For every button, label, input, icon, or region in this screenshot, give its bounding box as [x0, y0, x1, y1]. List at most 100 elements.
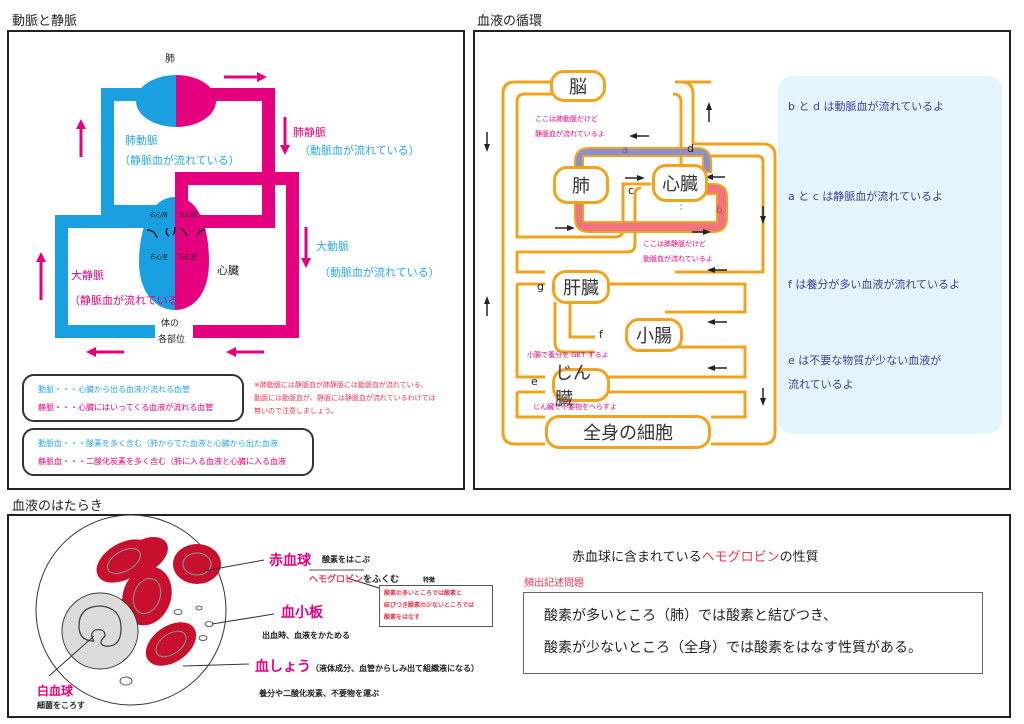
hemoglobin-title: 赤血球に含まれているヘモグロビンの性質	[572, 546, 819, 565]
right-ventricle-label: 右心室	[150, 254, 169, 261]
rbc-inner-rings	[107, 547, 212, 658]
organ-body-cells: 全身の細胞	[545, 415, 711, 449]
pulmonary-artery-note: （静脈血が流れている）	[119, 154, 240, 167]
caution-note: ※肺動脈には静脈血が肺静脈には動脈血が流れている。 動脈には動脈血が、静脈には静…	[254, 379, 436, 418]
answer-box: 酸素が多いところ（肺）では酸素と結びつき、 酸素が少ないところ（全身）では酸素を…	[523, 592, 983, 674]
vessel-label-e: e	[531, 375, 538, 388]
pulmonary-vein-label: 肺静脈	[293, 126, 326, 139]
arterial-blood-definition: 動脈血・・・酸素を多く含む（肺からでた血液と心臓から出た血液	[38, 439, 278, 448]
exam-question-label: 頻出記述問題	[524, 578, 584, 589]
vessel-b-band	[574, 183, 728, 233]
left-ventricle-label: 左心室	[179, 254, 198, 261]
wbc-role: 細菌をころす	[37, 701, 85, 710]
answer-line2: 酸素が少ないところ（全身）では酸素をはなす性質がある。	[544, 640, 922, 656]
section-title-circulation: 血液の循環	[477, 14, 543, 29]
blood-function-panel: 赤血球 酸素をはこぶ ヘモグロビンをふくむ 特徴 酸素の多いところでは酸素と 結…	[7, 514, 1011, 718]
caution-note-line3: 無いので注意しましょう。	[254, 407, 338, 415]
body-parts-label-2: 各部位	[158, 335, 186, 345]
vessel-label-b: b	[716, 205, 723, 216]
info-line-e2: 流れているよ	[788, 378, 854, 391]
note-pv-line2: 動脈血が流れているよ	[643, 255, 713, 263]
hemoglobin-title-highlight: ヘモグロビン	[701, 550, 780, 565]
organ-small-intestine: 小腸	[625, 318, 683, 352]
note-pa-line2: 静脈血が流れているよ	[535, 130, 605, 138]
flow-arrows	[36, 72, 311, 357]
hemoglobin-title-pre: 赤血球に含まれている	[572, 550, 702, 565]
info-line-bd: b と d は動脈血が流れているよ	[788, 100, 945, 113]
platelet-role: 出血時、血液をかためる	[262, 631, 350, 640]
plasma-role: 養分や二酸化炭素、不要物を運ぶ	[259, 689, 379, 698]
feature-line2: 結びつき酸素の少ないところでは	[384, 602, 475, 609]
vena-cava-label: 大静脈	[71, 269, 104, 282]
platelet-label: 血小板	[281, 605, 323, 621]
heart-circulation-diagram	[36, 72, 311, 357]
heart-left-side	[175, 197, 209, 310]
plasma-detail: （液体成分、血管からしみ出て組織液になる）	[311, 664, 479, 673]
caution-note-line1: ※肺動脈には静脈血が肺静脈には動脈血が流れている。	[254, 381, 428, 389]
lung-right-half	[176, 75, 216, 127]
vessel-label-g: g	[537, 280, 544, 293]
definition-box-blood: 動脈血・・・酸素を多く含む（肺からでた血液と心臓から出た血液 静脈血・・・二酸化…	[22, 428, 314, 476]
caution-note-line2: 動脈には動脈血が、静脈には静脈血が流れているわけでは	[254, 394, 436, 402]
note-pulmonary-vein: ここは肺静脈だけど 動脈血が流れているよ	[643, 237, 713, 267]
note-pa-line1: ここは肺動脈だけど	[535, 115, 598, 123]
section-title-blood-function: 血液のはたらき	[12, 499, 103, 514]
hemoglobin-note: ヘモグロビンをふくむ	[309, 572, 399, 585]
venous-blood-definition: 静脈血・・・二酸化炭素を多く含む（肺に入る血液と心臓に入る血液	[38, 457, 286, 466]
artery-definition: 動脈・・・心臓から出る血液が流れる血管	[38, 385, 190, 394]
vena-cava-note: （静脈血が流れている）	[69, 294, 190, 307]
plasma-line: 血しょう（液体成分、血管からしみ出て組織液になる）	[255, 656, 479, 676]
answer-line1: 酸素が多いところ（肺）では酸素と結びつき、	[544, 608, 838, 624]
info-line-f: f は養分が多い血液が流れているよ	[788, 278, 961, 291]
white-blood-cell	[61, 592, 139, 670]
aorta-label: 大動脈	[316, 240, 349, 253]
blood-components-diagram	[35, 514, 380, 706]
hemoglobin-title-post: の性質	[779, 550, 819, 565]
info-panel: b と d は動脈血が流れているよ a と c は静脈血が流れているよ f は養…	[778, 76, 1002, 434]
organ-lung: 肺	[553, 166, 609, 204]
vessel-label-f: f	[599, 328, 603, 341]
aorta-note: （動脈血が流れている）	[319, 266, 440, 279]
info-line-ac: a と c は静脈血が流れているよ	[788, 190, 943, 203]
pulmonary-artery-label: 肺動脈	[125, 134, 158, 147]
note-kidney: じん臓で不要物をへらすよ	[533, 403, 617, 411]
organ-brain: 脳	[550, 70, 606, 102]
note-pulmonary-artery: ここは肺動脈だけど 静脈血が流れているよ	[535, 112, 605, 142]
feature-line1: 酸素の多いところでは酸素と	[384, 590, 463, 597]
right-atrium-label: 右心房	[150, 212, 169, 219]
circulation-diagram	[484, 80, 777, 446]
vessel-label-d: d	[687, 142, 694, 155]
note-intestine: 小腸で養分を GET するよ	[527, 351, 609, 359]
circulation-arrows	[484, 102, 766, 406]
feature-box: 酸素の多いところでは酸素と 結びつき酸素の少ないところでは 酸素をはなす	[379, 585, 493, 627]
vessel-label-a: a	[622, 145, 629, 156]
hemoglobin-suffix: をふくむ	[363, 575, 400, 585]
platelets	[119, 605, 214, 686]
vessel-lines	[501, 80, 777, 446]
section-title-arteries-veins: 動脈と静脈	[12, 14, 78, 29]
organ-liver: 肝臓	[552, 270, 610, 304]
organ-kidney: じん臓	[552, 363, 610, 410]
rbc-role: 酸素をはこぶ	[322, 555, 370, 564]
leader-lines	[48, 559, 380, 677]
hemoglobin-term: ヘモグロビン	[309, 575, 364, 585]
vessel-label-c: c	[628, 184, 635, 197]
feature-line3: 酸素をはなす	[384, 614, 421, 621]
lung-left-half	[136, 75, 176, 127]
wbc-nucleus	[78, 605, 122, 647]
info-line-e: e は不要な物質が少ない血液が	[788, 354, 942, 367]
left-atrium-label: 左心房	[179, 212, 198, 219]
vessel-a-band	[574, 147, 712, 193]
heart-valves	[146, 226, 206, 239]
organ-heart: 心臓	[652, 164, 708, 202]
circulation-panel: 脳 肺 心臓 肝臓 小腸 じん臓 全身の細胞 a b c d e f g ここは…	[473, 30, 1011, 490]
pulmonary-vein-note: （動脈血が流れている）	[299, 144, 420, 157]
plasma-label: 血しょう	[255, 659, 311, 675]
feature-heading: 特徴	[423, 577, 436, 584]
feature-text: 酸素の多いところでは酸素と 結びつき酸素の少ないところでは 酸素をはなす	[384, 588, 474, 624]
rbc-label: 赤血球	[269, 553, 311, 569]
vein-definition: 静脈・・・心臓にはいってくる血液が流れる血管	[38, 403, 214, 412]
body-parts-label-1: 体の	[161, 319, 180, 329]
heart-label: 心臓	[217, 264, 239, 277]
heart-right-side	[139, 197, 175, 310]
